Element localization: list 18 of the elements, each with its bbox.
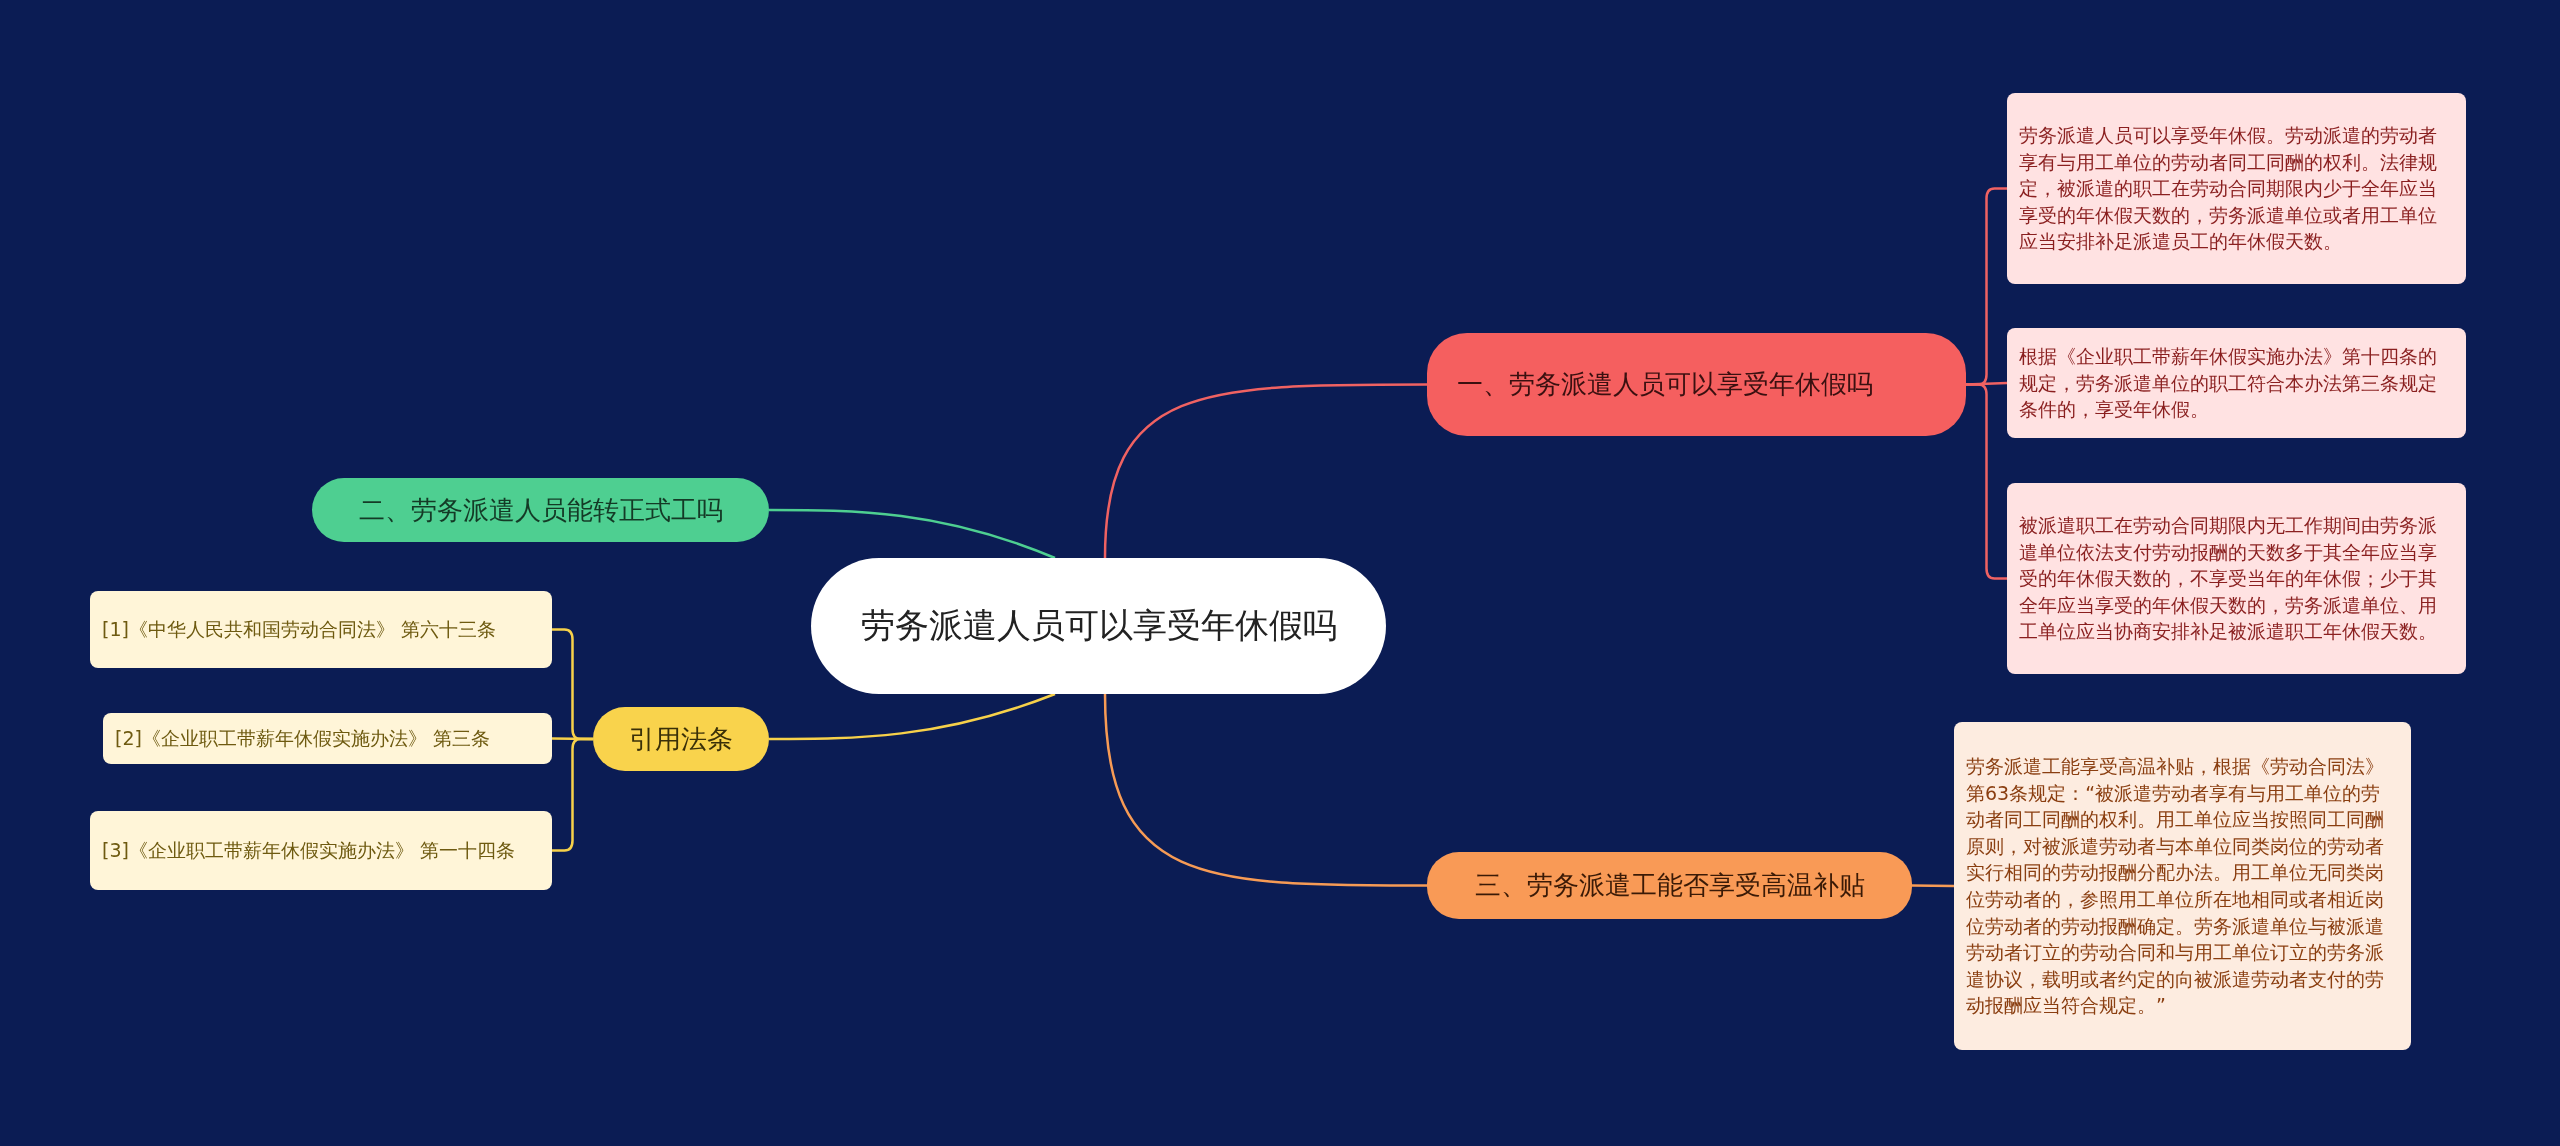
- connector-line: [552, 737, 593, 852]
- note-card: 根据《企业职工带薪年休假实施办法》第十四条的规定，劳务派遣单位的职工符合本办法第三条规定条件的，享受年休假。: [2007, 328, 2466, 438]
- note-card: 劳务派遣工能享受高温补贴，根据《劳动合同法》第63条规定：“被派遣劳动者享有与用工单位的劳动者同工同酬的权利。用工单位应当按照同工同酬原则，对被派遣劳动者与本单位同类岗位的劳动者实行相同的劳动报酬分配办法。用工单位无同类岗位劳动者的，参照用工单位所在地相同或者相近岗位劳动者的劳动报酬确定。劳务派遣单位与被派遣劳动者订立的劳动合同和与用工单位订立的劳务派遣协议，载明或者约定的向被派遣劳动者支付的劳动报酬应当符合规定。”: [1954, 722, 2411, 1050]
- connector-line: [1103, 383, 1427, 559]
- branch-bubble: 一、劳务派遣人员可以享受年休假吗: [1427, 333, 1966, 436]
- topic-bubble: 劳务派遣人员可以享受年休假吗: [811, 558, 1386, 694]
- branch-bubble: 引用法条: [593, 707, 769, 771]
- branch-bubble: 二、劳务派遣人员能转正式工吗: [312, 478, 769, 542]
- connector-line: [1103, 693, 1427, 887]
- note-card: [2]《企业职工带薪年休假实施办法》 第三条: [103, 713, 552, 764]
- note-card: 劳务派遣人员可以享受年休假。劳动派遣的劳动者享有与用工单位的劳动者同工同酬的权利。法律规定，被派遣的职工在劳动合同期限内少于全年应当享受的年休假天数的，劳务派遣单位或者用工单位应当安排补足派遣员工的年休假天数。: [2007, 93, 2466, 284]
- branch-bubble: 三、劳务派遣工能否享受高温补贴: [1427, 852, 1912, 919]
- connector-line: [769, 692, 1056, 741]
- note-card: 被派遣职工在劳动合同期限内无工作期间由劳务派遣单位依法支付劳动报酬的天数多于其全年应当享受的年休假天数的，不享受当年的年休假；少于其全年应当享受的年休假天数的，劳务派遣单位、用工单位应当协商安排补足被派遣职工年休假天数。: [2007, 483, 2466, 674]
- note-card: [3]《企业职工带薪年休假实施办法》 第一十四条: [90, 811, 552, 890]
- note-card: [1]《中华人民共和国劳动合同法》 第六十三条: [90, 591, 552, 668]
- connector-line: [769, 508, 1056, 560]
- connector-line: [1966, 383, 2007, 580]
